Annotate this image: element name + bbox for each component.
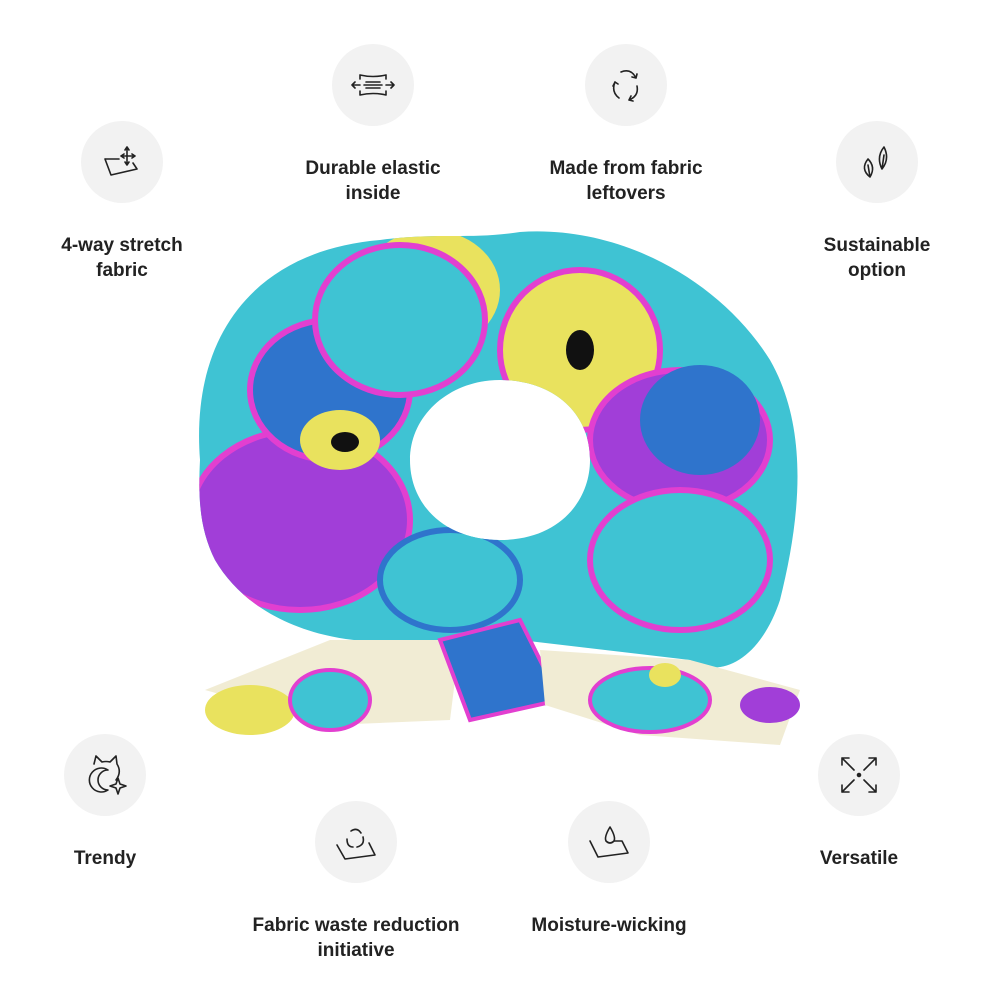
feature-label: Durable elastic inside bbox=[305, 158, 441, 204]
leaves-icon bbox=[863, 146, 888, 178]
elastic-band-icon bbox=[351, 74, 395, 96]
expand-arrows-icon bbox=[841, 757, 877, 793]
feature-label: Moisture-wicking bbox=[531, 915, 687, 936]
feature-fabric-waste-reduction: Fabric waste reduction initiative bbox=[236, 801, 476, 963]
feature-sustainable: Sustainable option bbox=[757, 121, 997, 283]
feature-durable-elastic: Durable elastic inside bbox=[253, 44, 493, 206]
feature-label: 4-way stretch fabric bbox=[61, 235, 183, 281]
scrunchie-ring bbox=[199, 231, 798, 668]
recycle-arrows-icon bbox=[612, 70, 639, 102]
feature-moisture-wicking: Moisture-wicking bbox=[489, 801, 729, 938]
feature-label: Sustainable option bbox=[823, 235, 931, 281]
fabric-droplet-icon bbox=[589, 826, 629, 858]
feature-4-way-stretch: 4-way stretch fabric bbox=[2, 121, 242, 283]
cat-moon-sparkle-icon bbox=[88, 755, 127, 795]
feature-fabric-leftovers: Made from fabric leftovers bbox=[506, 44, 746, 206]
feature-label: Made from fabric leftovers bbox=[549, 158, 703, 204]
scrunchie-bow bbox=[205, 617, 800, 745]
feature-label: Versatile bbox=[819, 848, 899, 869]
feature-label: Trendy bbox=[73, 848, 137, 869]
fabric-recycle-icon bbox=[336, 828, 376, 860]
feature-label: Fabric waste reduction initiative bbox=[252, 915, 460, 961]
feature-versatile: Versatile bbox=[739, 734, 979, 871]
feature-trendy: Trendy bbox=[0, 734, 225, 871]
stretch-arrows-icon bbox=[104, 146, 138, 176]
